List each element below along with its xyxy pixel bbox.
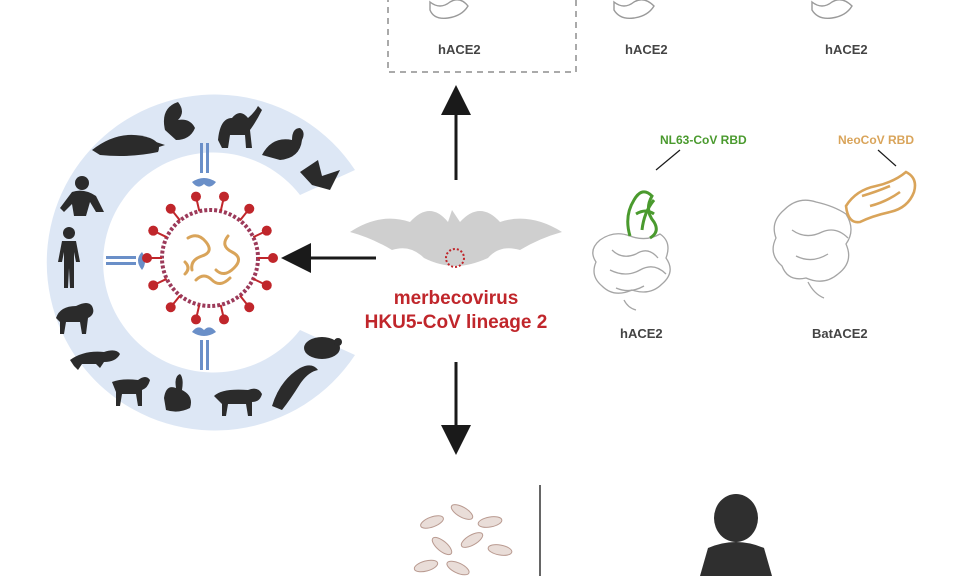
goat-icon	[112, 377, 150, 406]
hace2-label-boxed: hACE2	[438, 42, 481, 57]
host-ring	[46, 94, 355, 431]
dashed-box	[387, 0, 577, 73]
bat-silhouette	[350, 210, 562, 268]
batace2-structure	[772, 149, 917, 299]
human-icon	[58, 227, 80, 288]
virus-name-line2: HKU5-CoV lineage 2	[364, 312, 548, 333]
spike-tip	[190, 314, 201, 325]
hace2-label: hACE2	[620, 326, 663, 341]
spike-tip	[148, 280, 159, 291]
dog-icon	[56, 303, 94, 334]
spike-stalk	[252, 277, 265, 285]
hace2-label-top-right: hACE2	[825, 42, 868, 57]
neocov-rbd-label: NeoCoV RBD	[838, 133, 915, 147]
spike-tip	[219, 191, 230, 202]
neocov-rbd-structure	[844, 170, 917, 224]
arrows	[281, 85, 471, 455]
spike-tip	[142, 253, 152, 263]
spike-tip	[268, 253, 278, 263]
rabbit-icon	[164, 374, 191, 412]
spike-tip	[190, 191, 201, 202]
hamster-icon	[304, 337, 342, 359]
monkey-icon	[60, 176, 104, 216]
camel-icon	[218, 106, 262, 148]
spike-tip	[165, 302, 176, 313]
spike-tip	[261, 280, 272, 291]
animal-silhouettes	[56, 102, 342, 416]
ferret-icon	[70, 350, 120, 370]
spike-stalk	[239, 210, 249, 222]
spike-tip	[165, 203, 176, 214]
spike-tip	[219, 314, 230, 325]
virus-particle	[142, 191, 278, 325]
dolphin-icon	[272, 365, 318, 410]
cells	[413, 504, 513, 576]
top-structures	[429, 0, 853, 20]
cow-icon	[214, 388, 262, 416]
spike-tip	[244, 302, 255, 313]
spike-stalk	[195, 304, 201, 317]
spike-tip	[148, 225, 159, 236]
squirrel-icon	[163, 102, 195, 140]
pangolin-icon	[92, 134, 165, 156]
duck-icon	[262, 128, 304, 160]
hace2-structure	[592, 149, 681, 311]
spike-stalk	[171, 210, 181, 222]
nl63-rbd-structure	[626, 190, 658, 240]
spike-tip	[244, 203, 255, 214]
virus-name-line1: merbecovirus	[393, 288, 519, 309]
batace2-label: BatACE2	[812, 326, 868, 341]
human-silhouette	[700, 494, 772, 576]
nl63-rbd-label: NL63-CoV RBD	[660, 133, 747, 147]
spike-tip	[261, 225, 272, 236]
spike-stalk	[252, 231, 265, 239]
hace2-label-top: hACE2	[625, 42, 668, 57]
spike-stalk	[219, 304, 225, 317]
bat-icon	[300, 160, 340, 190]
